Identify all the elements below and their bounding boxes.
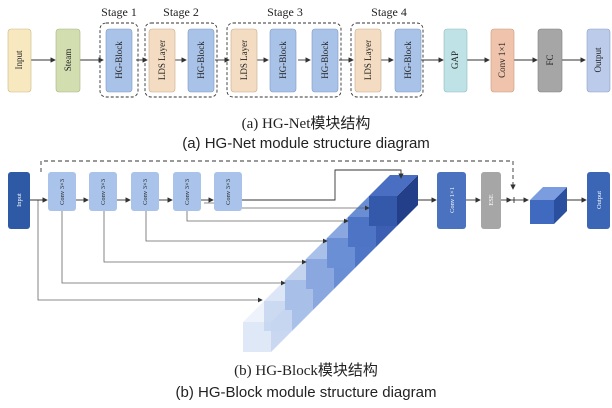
conv3x3-label: Conv 3×3: [100, 179, 107, 205]
conv1x1-box-b: Conv 1×1: [437, 172, 466, 229]
conv3x3-label: Conv 3×3: [225, 179, 232, 205]
lds-layer-label: LDS Layer: [363, 40, 373, 80]
part-a-hg-net: Stage 1 Stage 2 Stage 3 Stage 4 Input St…: [7, 5, 611, 152]
caption-a-cn: (a) HG-Net模块结构: [242, 115, 371, 132]
hg-block-label: HG-Block: [403, 41, 413, 79]
fc-label: FC: [545, 54, 555, 65]
hg-block-label: HG-Block: [278, 41, 288, 79]
conv-label-a: Conv 1×1: [497, 42, 507, 78]
lds-layer-label: LDS Layer: [157, 40, 167, 80]
lds-layer-label: LDS Layer: [239, 40, 249, 80]
stage-1-hg-block: HG-Block: [105, 28, 133, 93]
steam-box: Steam: [55, 28, 81, 93]
gap-label: GAP: [450, 51, 460, 69]
conv3x3-box-4: Conv 3×3: [173, 172, 201, 211]
output-box-b: Output: [587, 172, 610, 229]
caption-b-cn: (b) HG-Block模块结构: [234, 362, 378, 379]
ese-box: ESE: [481, 172, 501, 229]
stage-2-lds-layer: LDS Layer: [148, 28, 176, 93]
stage-2-label: Stage 2: [163, 5, 199, 19]
part-b-hg-block: Input Conv 3×3 Conv 3×3 Conv 3×3 Conv 3×…: [8, 160, 610, 401]
stage-4-label: Stage 4: [371, 5, 407, 19]
stage-3-lds-layer: LDS Layer: [230, 28, 258, 93]
conv3x3-box-1: Conv 3×3: [48, 172, 76, 211]
ese-label: ESE: [488, 194, 495, 206]
add-operation: [511, 197, 517, 203]
fc-box: FC: [537, 28, 563, 93]
output-label-b: Output: [596, 191, 603, 209]
conv3x3-label: Conv 3×3: [59, 179, 66, 205]
output-label-a: Output: [593, 47, 603, 73]
input-label-a: Input: [14, 50, 24, 69]
stage-3-label: Stage 3: [267, 5, 303, 19]
conv3x3-box-2: Conv 3×3: [89, 172, 117, 211]
stage-4-hg-block: HG-Block: [394, 28, 422, 93]
input-label-b: Input: [16, 193, 23, 207]
caption-b-en: (b) HG-Block module structure diagram: [176, 384, 437, 401]
conv3x3-label: Conv 3×3: [184, 179, 191, 205]
hg-block-label: HG-Block: [114, 41, 124, 79]
stage-1-label: Stage 1: [101, 5, 137, 19]
conv-box-a: Conv 1×1: [490, 28, 515, 93]
hg-block-label: HG-Block: [196, 41, 206, 79]
stage-4-lds-layer: LDS Layer: [354, 28, 382, 93]
output-feature-cube: [530, 187, 567, 224]
conv3x3-box-5: Conv 3×3: [214, 172, 242, 211]
stage-3-hg-block-2: HG-Block: [311, 28, 339, 93]
input-box-a: Input: [7, 28, 32, 93]
conv1x1-label-b: Conv 1×1: [449, 187, 456, 213]
gap-box: GAP: [443, 28, 468, 93]
conv3x3-box-3: Conv 3×3: [131, 172, 159, 211]
input-box-b: Input: [8, 172, 30, 229]
output-box-a: Output: [586, 28, 611, 93]
stage-2-hg-block: HG-Block: [187, 28, 215, 93]
conv3x3-label: Conv 3×3: [142, 179, 149, 205]
hg-block-label: HG-Block: [320, 41, 330, 79]
feature-concat-stack: [243, 175, 418, 352]
steam-label: Steam: [63, 49, 73, 72]
residual-skip: [40, 160, 516, 190]
caption-a-en: (a) HG-Net module structure diagram: [182, 135, 430, 152]
stage-3-hg-block-1: HG-Block: [269, 28, 297, 93]
